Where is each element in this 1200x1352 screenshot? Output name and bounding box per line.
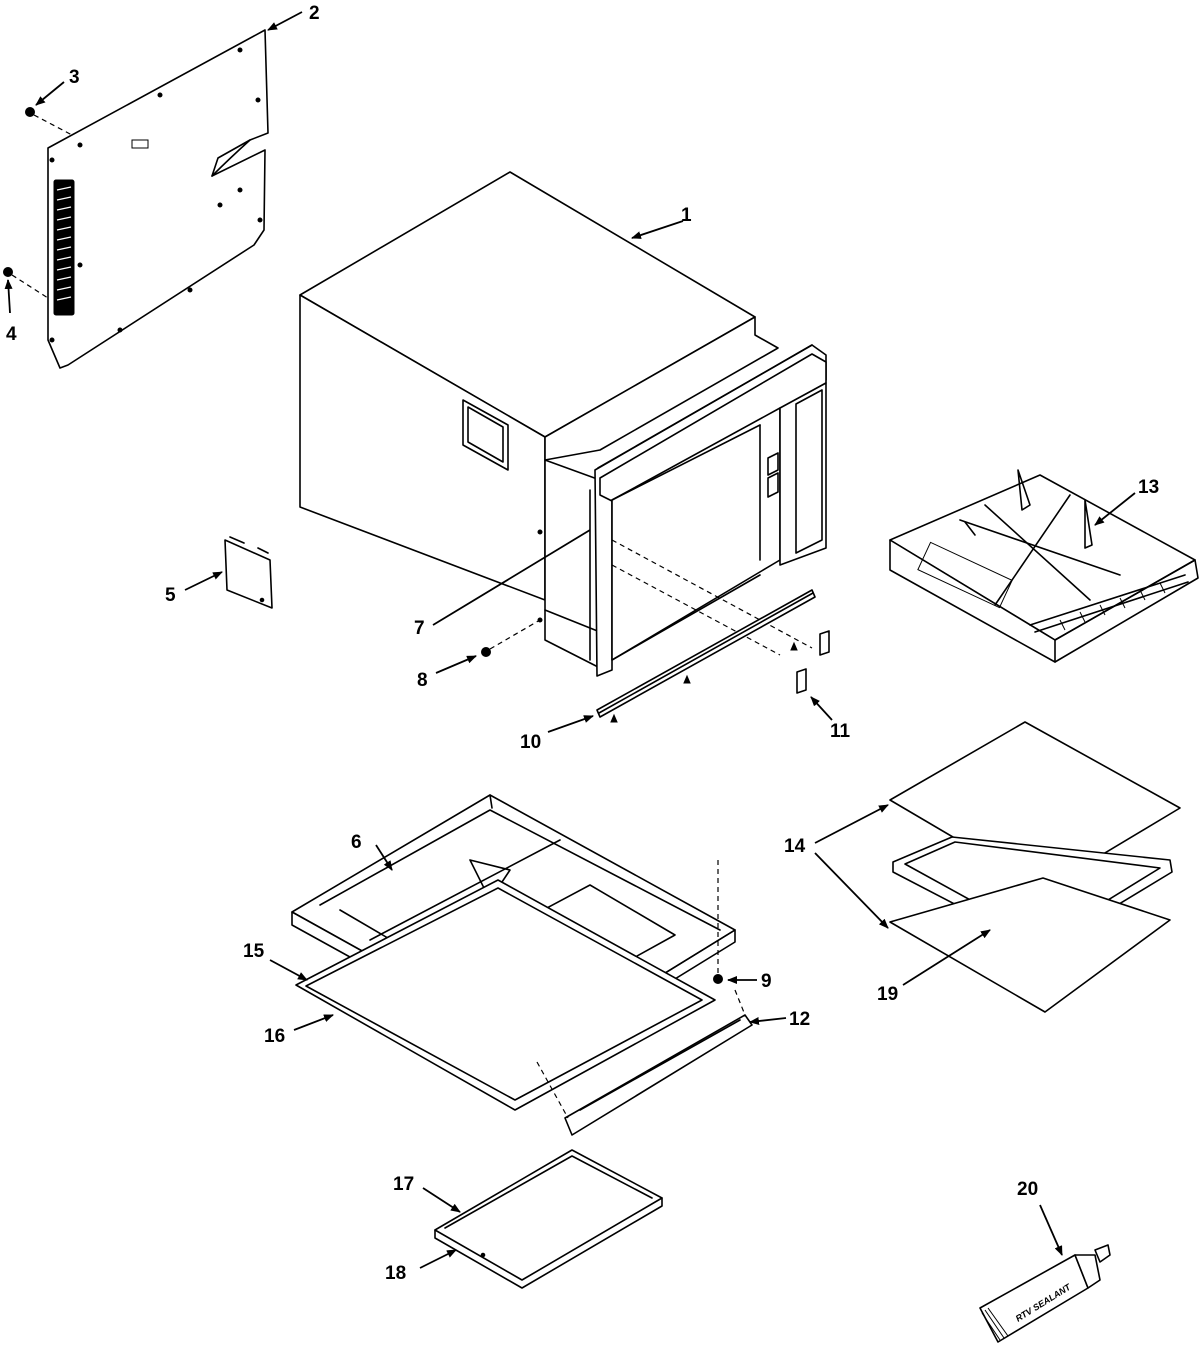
callout-7: 7: [414, 618, 425, 639]
callout-14: 14: [784, 836, 806, 857]
callout-17: 17: [393, 1174, 414, 1195]
callout-19: 19: [877, 984, 898, 1005]
callout-12: 12: [789, 1009, 810, 1030]
callout-6: 6: [351, 832, 362, 853]
rear-panel-part: [47, 29, 269, 369]
callout-13: 13: [1138, 477, 1159, 498]
air-tray-part: [889, 469, 1199, 663]
door-seal-strip-part: [596, 589, 816, 723]
callout-labels: 1 2 3 4 5 6 7 8 9 10 11 12 13 14 15 16 1…: [6, 3, 1159, 1284]
screw-part-9: [713, 860, 723, 984]
floor-plate-part: [434, 1149, 663, 1289]
screw-part-8: [481, 619, 541, 657]
callout-8: 8: [417, 670, 428, 691]
oven-cabinet-part: [299, 171, 827, 677]
callout-1: 1: [681, 205, 692, 226]
bracket-part: [536, 989, 753, 1136]
leader-lines: [4, 11, 1136, 1269]
callout-20: 20: [1017, 1179, 1038, 1200]
sealant-tube-part: RTV SEALANT: [979, 1244, 1111, 1343]
callout-15: 15: [243, 941, 265, 962]
callout-11: 11: [830, 721, 851, 742]
callout-3: 3: [69, 67, 80, 88]
cover-plate-part: [224, 536, 273, 609]
callout-2: 2: [309, 3, 320, 24]
base-gasket-part: [295, 879, 716, 1111]
callout-4: 4: [6, 324, 17, 345]
callout-9: 9: [761, 971, 772, 992]
callout-16: 16: [264, 1026, 285, 1047]
callout-18: 18: [385, 1263, 406, 1284]
shelf-sheets-part: [889, 721, 1181, 1013]
spacer-blocks-part: [796, 630, 830, 694]
callout-10: 10: [520, 732, 541, 753]
screw-part-3: [25, 107, 73, 136]
callout-5: 5: [165, 585, 176, 606]
screw-part-4: [3, 267, 49, 299]
